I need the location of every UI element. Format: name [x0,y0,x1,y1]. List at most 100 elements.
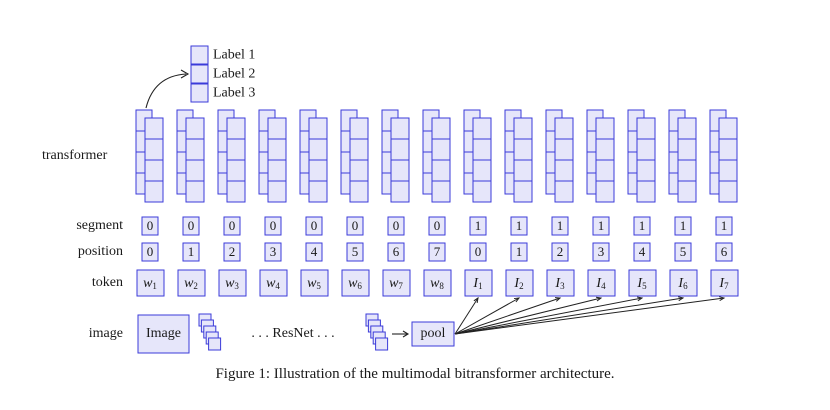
pool-arrowhead [402,330,410,338]
segment-id: 1 [516,218,523,233]
token-label: I6 [677,276,688,291]
figure-caption: Figure 1: Illustration of the multimodal… [215,366,615,382]
segment-id: 1 [598,218,605,233]
row-label-token: token [92,275,123,290]
segment-box [182,216,200,236]
token-box [259,269,288,297]
token-label: w4 [266,276,280,291]
position-box [387,242,405,262]
segment-id: 1 [475,218,482,233]
token-box [177,269,206,297]
segment-box [305,216,323,236]
token-box [464,269,493,297]
segment-id: 0 [434,218,441,233]
output-label: Label 2 [213,67,255,82]
token-label: w2 [184,276,198,291]
row-label-transformer: transformer [42,148,108,163]
pool-to-token-arrowhead [719,296,726,301]
segment-id: 0 [229,218,236,233]
image-box-label: Image [146,326,181,341]
segment-box [551,216,569,236]
token-label: w7 [389,276,403,291]
position-box [469,242,487,262]
label-box [190,64,209,84]
segment-id: 0 [270,218,277,233]
position-box [715,242,733,262]
position-box [223,242,241,262]
position-box [141,242,159,262]
label-box [190,83,209,103]
position-id: 2 [557,244,564,259]
token-label: w5 [307,276,321,291]
label-box [190,45,209,65]
position-id: 5 [680,244,687,259]
pool-to-token-arrow [454,297,684,335]
token-box [423,269,452,297]
token-label: I2 [513,276,523,291]
token-box [341,269,370,297]
segment-id: 0 [311,218,318,233]
token-box [669,269,698,297]
token-label: I5 [636,276,647,291]
pool-to-token-arrowhead [637,296,644,302]
token-label: I7 [718,276,729,291]
segment-box [346,216,364,236]
position-id: 6 [721,244,728,259]
feature-map [375,337,389,351]
segment-id: 0 [393,218,400,233]
row-label-segment: segment [76,218,123,233]
token-box [136,269,165,297]
segment-box [264,216,282,236]
position-box [182,242,200,262]
pool-to-token-arrowhead [513,297,521,303]
position-box [510,242,528,262]
token-box [587,269,616,297]
label-arrow [145,73,187,109]
token-label: w3 [225,276,239,291]
pool-to-token-arrow [454,297,725,335]
token-box [546,269,575,297]
segment-box [469,216,487,236]
position-id: 3 [270,244,277,259]
row-label-image: image [89,326,123,341]
segment-id: 0 [147,218,154,233]
output-label: Label 1 [213,48,255,63]
position-id: 1 [188,244,195,259]
token-box [382,269,411,297]
segment-box [141,216,159,236]
segment-box [223,216,241,236]
token-box [505,269,534,297]
resnet-stack-right [365,313,389,351]
pool-box [411,321,455,347]
token-box [628,269,657,297]
token-label: w1 [143,276,157,291]
position-box [551,242,569,262]
token-label: I1 [472,276,482,291]
position-id: 1 [516,244,523,259]
segment-box [633,216,651,236]
position-box [428,242,446,262]
pool-to-token-arrow [454,297,643,335]
segment-box [510,216,528,236]
token-box [218,269,247,297]
pool-to-token-arrowhead [473,296,479,304]
pool-label: pool [421,326,446,341]
pool-to-token-arrow [454,297,479,335]
resnet-label: . . . ResNet . . . [251,326,334,341]
segment-box [387,216,405,236]
pool-to-token-arrowhead [595,296,603,302]
segment-box [428,216,446,236]
pool-to-token-arrow [454,297,520,335]
token-box [300,269,329,297]
position-id: 3 [598,244,605,259]
position-id: 5 [352,244,359,259]
position-box [264,242,282,262]
image-box [137,314,190,354]
position-box [674,242,692,262]
position-id: 4 [311,244,318,259]
token-label: I3 [554,276,565,291]
segment-box [592,216,610,236]
token-label: w6 [348,276,362,291]
token-box [710,269,739,297]
